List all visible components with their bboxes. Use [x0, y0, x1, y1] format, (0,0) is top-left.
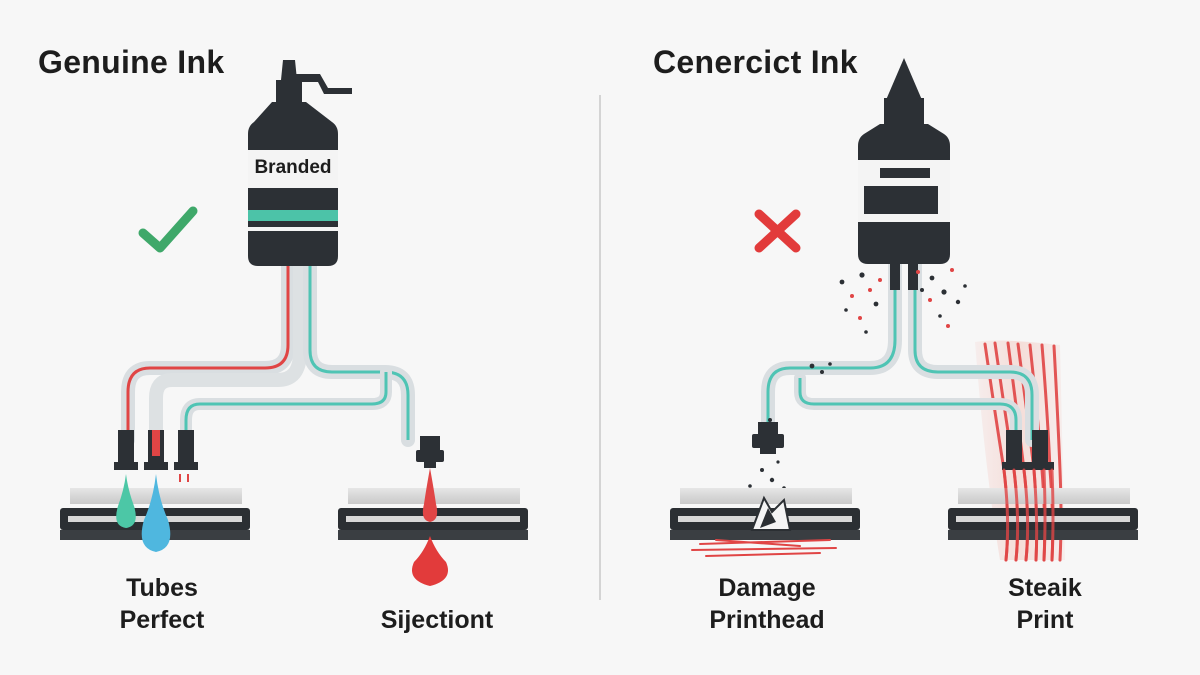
red-ink-stream [422, 468, 438, 522]
left-tube-system [121, 255, 415, 447]
genuine-ink-panel [60, 60, 528, 586]
caption-line: Perfect [119, 606, 205, 634]
check-icon [138, 206, 198, 253]
right-tube-system [761, 255, 1039, 447]
caption-line: Sijectiont [380, 606, 494, 634]
generic-ink-panel [670, 58, 1138, 562]
genuine-ink-heading: Genuine Ink [38, 44, 225, 80]
streak-nozzles [1002, 430, 1054, 470]
generic-ink-heading: Cenercict Ink [653, 44, 858, 80]
red-ink-drop [412, 536, 448, 586]
caption-damage-printhead: Damage Printhead [682, 572, 852, 636]
single-nozzle [416, 436, 444, 468]
generic-ink-bottle [858, 58, 950, 290]
debris-particles [748, 268, 967, 490]
bottle-label: Branded [254, 157, 332, 178]
printhead-nozzles-left [114, 430, 198, 482]
caption-line: Print [1016, 606, 1074, 634]
cross-icon [754, 209, 801, 253]
caption-line: Steaik [1008, 574, 1082, 602]
caption-steaik-print: Steaik Print [960, 572, 1130, 636]
cyan-ink-drop [141, 474, 171, 552]
teal-ink-drop [116, 474, 136, 528]
damaged-printer-unit [670, 488, 860, 557]
damaged-nozzle [752, 422, 784, 454]
caption-tubes-perfect: Tubes Perfect [82, 572, 242, 636]
streak-lines-front [1002, 468, 1055, 562]
caption-line: Damage [718, 574, 816, 602]
branded-ink-bottle [248, 60, 352, 266]
streak-printer-unit [948, 488, 1138, 540]
caption-line: Tubes [126, 574, 198, 602]
caption-sijectiont: Sijectiont [352, 604, 522, 636]
caption-line: Printhead [709, 606, 825, 634]
